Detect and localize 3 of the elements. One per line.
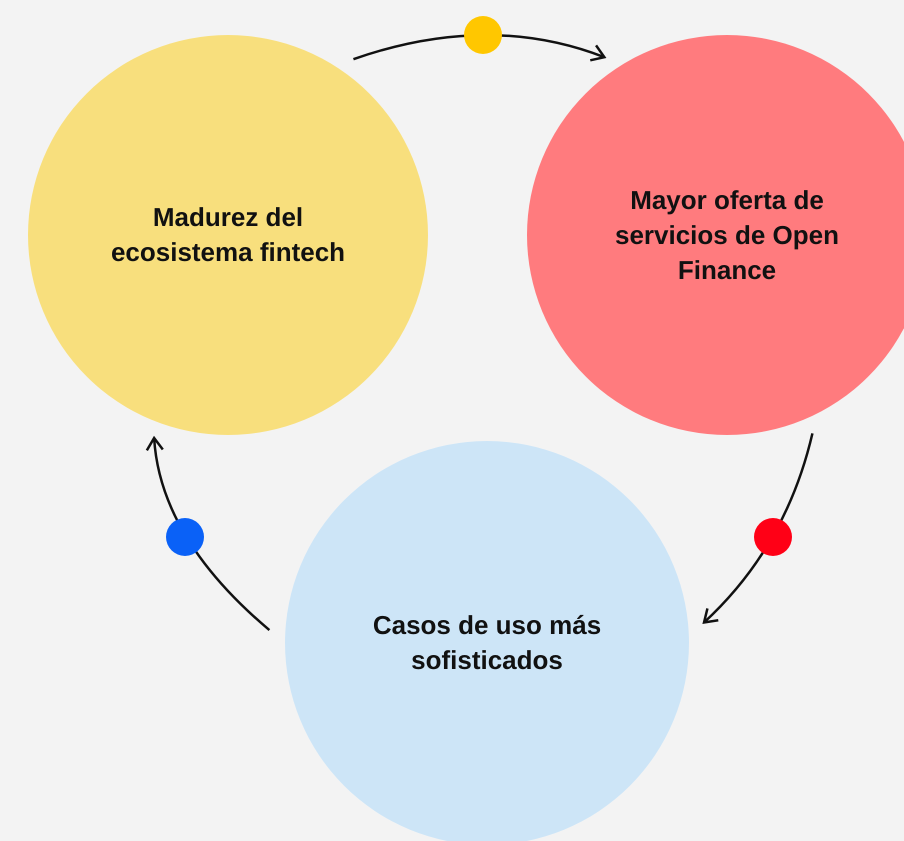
- stage-label: Madurez del ecosistema fintech: [110, 201, 346, 269]
- stage-label: Mayor oferta de servicios de Open Finance: [614, 184, 840, 286]
- stage-label: Casos de uso más sofisticados: [372, 609, 602, 677]
